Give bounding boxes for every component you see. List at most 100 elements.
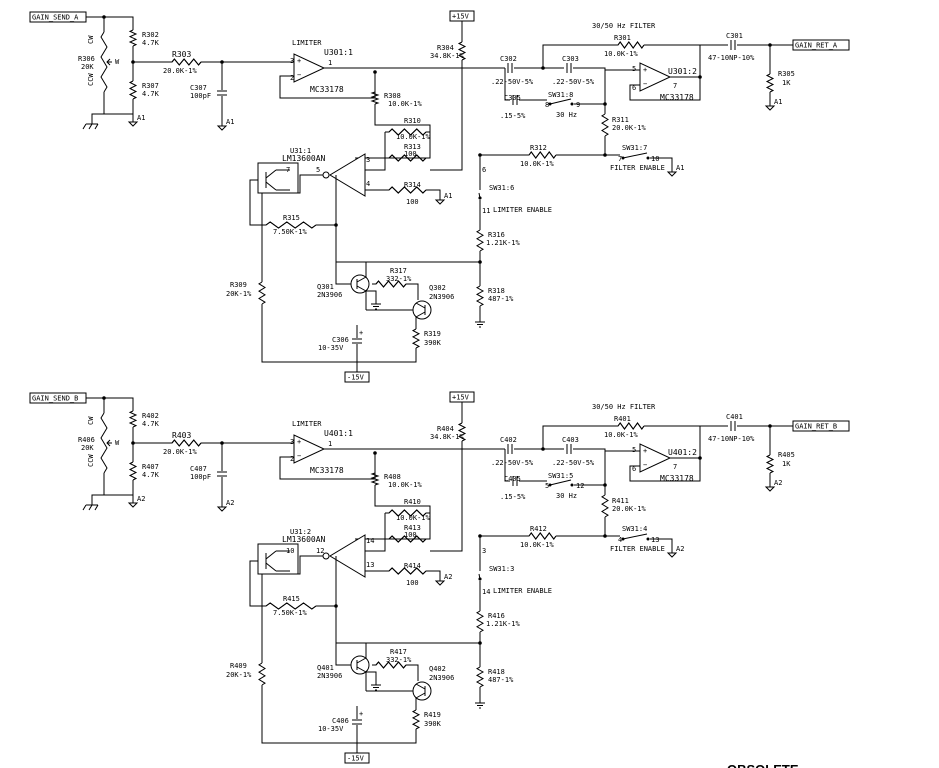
supply-negative-label: -15V [347,374,365,382]
c307-value: 100pF [190,92,211,100]
resistor-r301 [617,422,645,430]
sw-hz-pin-b: 12 [576,482,584,490]
r311-ref: R411 [612,497,629,505]
junction-dot [131,60,135,64]
analog-ground-symbol [127,499,139,508]
r314-ref: R414 [404,562,421,570]
u1-pin-minus: 2 [290,74,294,82]
ota-ref: U31:1 [290,147,311,155]
pot-value: 20K [81,444,94,452]
r309-value: 20K-1% [226,671,252,679]
r309-ref: R409 [230,662,247,670]
capacitor-c305 [512,476,518,486]
pot-wiper-label: W [115,439,120,447]
resistor-r314 [388,567,427,575]
r313-ref: R413 [404,524,421,532]
r314-value: 100 [406,198,419,206]
c301-ref: C401 [726,413,743,421]
wire [430,64,463,171]
resistor-r318 [475,666,485,688]
analog-ground-symbol [666,168,678,177]
r305-ref: R305 [778,70,795,78]
r304-value: 34.8K-1% [430,433,465,441]
q2-ref: Q302 [429,284,446,292]
c307-ref: C307 [190,84,207,92]
r304-ref: R304 [437,44,454,52]
u1-ref: U401:1 [324,429,353,438]
r317-value: 332-1% [386,275,412,283]
opamp-u2 [639,62,672,92]
wire [650,157,673,168]
ground-label: A1 [774,98,782,106]
wire [91,61,168,120]
ota-lm13600 [329,153,366,197]
ota-part: LM13600AN [282,535,326,544]
ota-pin-d: 13 [366,561,374,569]
resistor-r312 [528,532,557,540]
u1-part: MC33178 [310,85,344,94]
r318-value: 487-1% [488,295,514,303]
r311-value: 20.0K-1% [612,505,647,513]
opamp-minus-sign: − [297,71,301,79]
u1-pin-plus: 3 [290,57,294,65]
u2-ref: U401:2 [668,448,697,457]
analog-ground-symbol [764,102,776,111]
r301-value: 10.0K-1% [604,431,639,439]
resistor-r310 [388,128,427,136]
c305-ref: C405 [504,475,521,483]
capacitor-c307 [217,471,227,477]
supply-negative-label-box [344,752,370,764]
resistor-r308 [370,91,380,105]
resistor-r309 [258,281,266,305]
resistor-r303 [171,439,202,447]
hz-switch-lever [549,98,572,105]
wire [249,560,262,607]
ota-ref: U31:2 [290,528,311,536]
ota-pin-b: 5 [316,166,320,174]
pot-wiper-arrow [106,58,112,66]
capacitor-c305 [512,95,518,105]
junction-dot [603,534,607,538]
channel-0: GAIN_SEND_AR3024.7KR30620KCWCCWWR3074.7K… [29,10,850,383]
ground-label: A1 [444,192,452,200]
wire [365,189,441,196]
r319-value: 390K [424,720,442,728]
c306-polarity: + [359,329,363,337]
chassis-ground-symbol [82,501,99,511]
sw-limiter-label: LIMITER ENABLE [493,206,552,214]
capacitor-c307 [217,90,227,96]
u1-pin-out: 1 [328,440,332,448]
resistor-r304 [457,422,467,442]
r305-ref: R405 [778,451,795,459]
r304-value: 34.8K-1% [430,52,465,60]
pot-wiper-label: W [115,58,120,66]
r315-ref: R415 [283,595,300,603]
sw-hz-pin-a: 8 [545,101,549,109]
input-port-label: GAIN_SEND_B [32,395,78,403]
opamp-plus-sign: + [297,438,301,446]
r310-value: 10.0K-1% [396,133,431,141]
q1-ref: Q301 [317,283,334,291]
ground-label: A2 [774,479,782,487]
q2-part: 2N3906 [429,674,454,682]
q1-part: 2N3906 [317,291,342,299]
pot-wiper-arrow [106,439,112,447]
sw-limiter-pin-b: 11 [482,207,490,215]
capacitor-c302 [507,444,513,454]
sw-limiter-label: LIMITER ENABLE [493,587,552,595]
filter-switch-lever [622,152,648,159]
opamp-minus-sign: − [643,80,647,88]
resistor-r303 [171,58,202,66]
resistor-r305 [765,454,775,474]
r309-value: 20K-1% [226,290,252,298]
r307-ref: R407 [142,463,159,471]
analog-ground-symbol [764,483,776,492]
resistor-r315 [265,221,317,229]
ground-label: A2 [444,573,452,581]
junction-dot [478,260,482,264]
wire [261,689,357,744]
potentiometer [100,31,108,93]
sw-filter-pin-a: 4 [618,536,622,544]
ota-buffer-block [257,162,299,194]
wire [355,489,431,540]
